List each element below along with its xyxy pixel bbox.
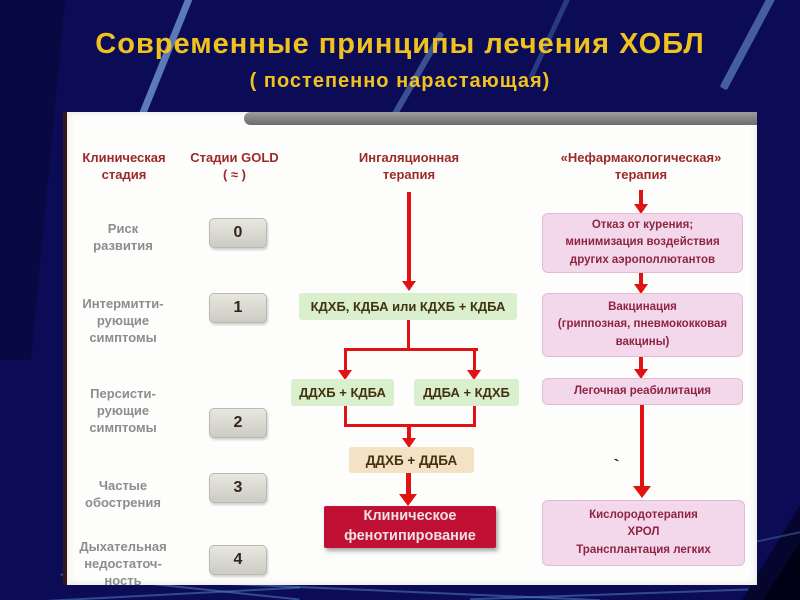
down-arrow-head: [634, 204, 648, 214]
box-oxygen-therapy: Кислородотерапия ХРОЛ Трансплантация лег…: [542, 500, 745, 566]
background-streak: [134, 0, 193, 129]
row-label-respiratory-failure: Дыхательная недостаточ- ность: [79, 539, 167, 585]
header-gold-stages: Стадии GOLD ( ≈ ): [190, 150, 279, 182]
stage-box-1: 1: [209, 293, 267, 323]
connector-line: [345, 348, 478, 351]
down-arrow-head: [399, 494, 417, 506]
connector-line: [639, 273, 643, 285]
row-label-intermittent: Интермитти- рующие симптомы: [82, 296, 164, 346]
header-clinical-stage: Клиническая стадия: [82, 150, 166, 182]
down-arrow-inhalation: [407, 192, 411, 281]
row-label-persistent: Персисти- рующие симптомы: [89, 386, 157, 436]
connector-line: [640, 405, 644, 487]
connector-line: [473, 348, 476, 370]
down-arrow-head: [402, 438, 416, 448]
row-label-risk: Риск развития: [93, 221, 153, 254]
stage-box-2: 2: [209, 408, 267, 438]
stray-mark: `: [612, 455, 623, 476]
box-ddhb-ddba: ДДХБ + ДДБА: [349, 447, 474, 473]
box-vaccination: Вакцинация (гриппозная, пневмококковая в…: [542, 293, 743, 357]
slide-title: Современные принципы лечения ХОБЛ: [95, 28, 705, 60]
down-arrow-head: [633, 486, 651, 498]
down-arrow-head: [634, 369, 648, 379]
down-arrow-head: [467, 370, 481, 380]
connector-line: [473, 406, 476, 426]
connector-line: [639, 357, 643, 370]
down-arrow-head: [338, 370, 352, 380]
box-kdhb-kdba: КДХБ, КДБА или КДХБ + КДБА: [299, 293, 517, 320]
box-ddhb-kdba: ДДХБ + КДБА: [291, 379, 394, 406]
box-clinical-phenotyping: Клиническое фенотипирование: [324, 506, 496, 548]
box-pulmonary-rehab: Легочная реабилитация: [542, 378, 743, 405]
stage-box-0: 0: [209, 218, 267, 248]
connector-line: [344, 406, 347, 426]
box-ddba-kdhb: ДДБА + КДХБ: [414, 379, 519, 406]
connector-line: [406, 473, 411, 496]
down-arrow-head: [634, 284, 648, 294]
connector-line: [407, 424, 411, 439]
down-arrow-inhalation-head: [402, 281, 416, 291]
header-inhalation-therapy: Ингаляционная терапия: [358, 150, 460, 182]
diagram-panel: Клиническая стадия Стадии GOLD ( ≈ ) Инг…: [63, 112, 757, 585]
panel-top-bar: [244, 112, 757, 125]
connector-line: [344, 348, 347, 370]
row-label-exacerbations: Частые обострения: [85, 478, 161, 511]
slide-subtitle: ( постепенно нарастающая): [249, 70, 551, 92]
box-smoking-cessation: Отказ от курения; минимизация воздействи…: [542, 213, 743, 273]
stage-box-3: 3: [209, 473, 267, 503]
connector-line: [407, 320, 410, 349]
stage-box-4: 4: [209, 545, 267, 575]
header-nonpharm-therapy: «Нефармакологическая» терапия: [560, 150, 722, 182]
connector-line: [639, 190, 643, 204]
